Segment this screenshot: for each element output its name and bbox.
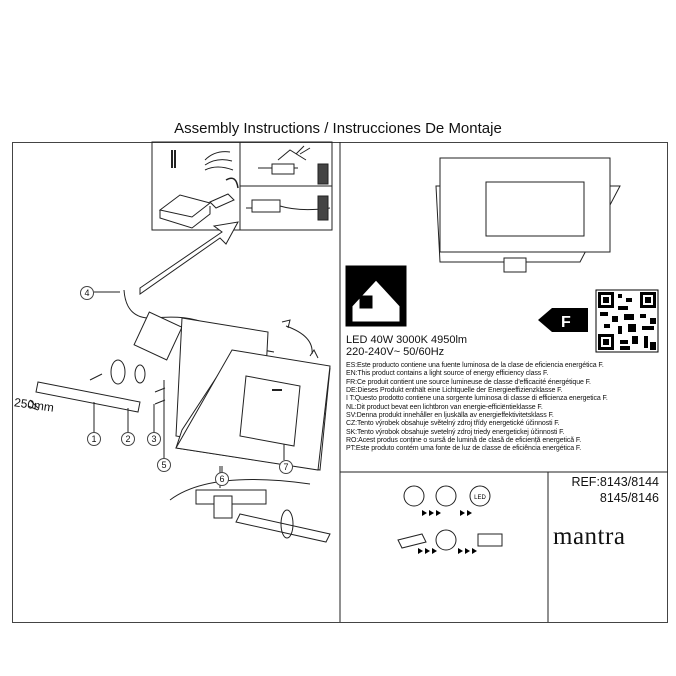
household-icon (345, 265, 407, 327)
panel-light-window (485, 181, 585, 237)
energy-statement-pt: PT:Este produto contém uma fonte de luz … (346, 445, 582, 453)
spec-line-2: 220-240V~ 50/60Hz (346, 346, 445, 358)
energy-statement-sk: SK:Tento výrobok obsahuje svetelný zdroj… (346, 428, 565, 436)
brand-logo: mantra (553, 523, 626, 550)
energy-statement-cz: CZ:Tento výrobek obsahuje světelný zdroj… (346, 420, 560, 428)
callout-2: 2 (121, 432, 135, 446)
energy-statement-nl: NL:Dit product bevat een lichtbron van e… (346, 403, 543, 411)
callout-5: 5 (157, 458, 171, 472)
qr-code-icon (595, 289, 659, 353)
page-title: Assembly Instructions / Instrucciones De… (174, 120, 502, 137)
energy-statement-de: DE:Dieses Produkt enthält eine Lichtquel… (346, 387, 563, 395)
inset-box-terminal (151, 141, 241, 231)
energy-statement-es: ES:Este producto contiene una fuente lum… (346, 362, 604, 369)
reference-line-2: 8145/8146 (599, 491, 659, 505)
spec-block: LED 40W 3000K 4950lm 220-240V~ 50/60Hz (346, 334, 467, 358)
energy-statement-fr: FR:Ce produit contient une source lumine… (346, 378, 591, 386)
reference-block: REF:8143/8144 8145/8146 (553, 474, 659, 506)
driver-box (133, 311, 183, 361)
recycle-icon (397, 485, 503, 551)
energy-statement-it: I T:Questo prodotto contiene una sorgent… (346, 395, 608, 403)
callout-1: 1 (87, 432, 101, 446)
led-icon-label: LED (474, 495, 486, 501)
energy-statements: ES:Este producto contiene una fuente lum… (346, 362, 608, 454)
reference-line-1: REF:8143/8144 (571, 475, 659, 489)
callout-3: 3 (147, 432, 161, 446)
spec-line-1: LED 40W 3000K 4950lm (346, 334, 468, 346)
callout-6: 6 (215, 472, 229, 486)
callout-4: 4 (80, 286, 94, 300)
energy-arrow-icon (538, 308, 588, 332)
energy-statement-en: EN:This product contains a light source … (346, 370, 549, 378)
energy-statement-ro: RO:Acest produs conține o sursă de lumin… (346, 437, 582, 445)
energy-statement-sv: SV:Denna produkt innehåller en ljuskälla… (346, 412, 554, 420)
energy-class-label: F (561, 314, 571, 331)
callout-7: 7 (279, 460, 293, 474)
arrow-right-icon (418, 510, 477, 554)
